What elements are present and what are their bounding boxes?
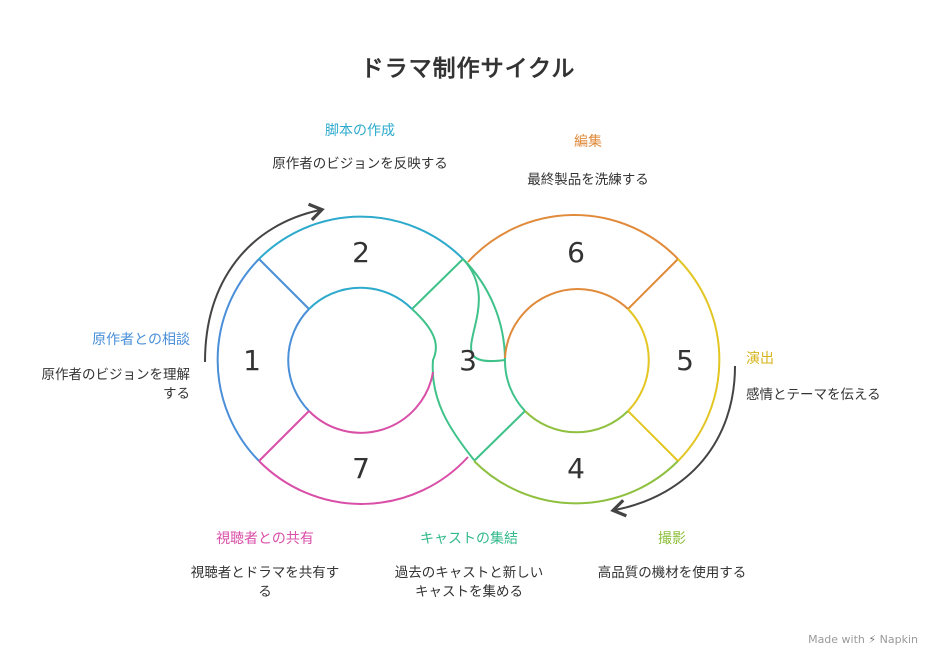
ring-segment-5 <box>677 258 721 462</box>
ring-segment-3 <box>411 258 506 461</box>
ring-segment-7 <box>258 456 469 505</box>
ring-inner-1 <box>287 308 310 412</box>
gather-description: 過去のキャストと新しいキャストを集める <box>394 565 544 600</box>
step-number-3: 3 <box>459 344 477 377</box>
gather-label: キャストの集結 <box>420 531 518 547</box>
ring-inner-5 <box>627 308 650 412</box>
divider-3-4 <box>473 410 526 462</box>
step-label-7: 視聴者との共有 <box>216 531 314 547</box>
divider-1-7 <box>258 410 310 462</box>
ring-segment-1 <box>216 258 260 462</box>
step-description-1: 原作者のビジョンを理解する <box>41 367 191 402</box>
step-description-7: 視聴者とドラマを共有する <box>190 565 340 600</box>
ring-inner-3b <box>503 359 526 412</box>
step-number-6: 6 <box>567 236 585 269</box>
step-label-4: 撮影 <box>658 531 686 547</box>
step-label-6: 編集 <box>574 134 602 150</box>
ring-inner-4 <box>524 410 629 434</box>
step-number-2: 2 <box>352 236 370 269</box>
step-description-4: 高品質の機材を使用する <box>597 565 747 581</box>
divider-1-2 <box>258 258 310 310</box>
step-label-2: 脚本の作成 <box>325 123 395 139</box>
step-label-1: 原作者との相談 <box>92 332 190 348</box>
footer-brand: Napkin <box>879 633 918 646</box>
step-number-5: 5 <box>676 344 694 377</box>
divider-5-6 <box>627 258 679 310</box>
step-description-5: 感情とテーマを伝える <box>746 387 881 403</box>
ring-outer-3 <box>462 258 506 361</box>
cycle-arrow-left <box>204 202 325 363</box>
ring-segment-4 <box>473 460 679 505</box>
page-title: ドラマ制作サイクル <box>360 56 576 82</box>
ring-segment-6 <box>467 214 679 263</box>
ring-inner-6 <box>504 288 629 359</box>
ring-inner-7 <box>308 371 434 434</box>
footer-credit: Made with ⚡ Napkin <box>808 633 918 646</box>
divider-4-5 <box>627 410 679 462</box>
ring-segment-2 <box>258 215 464 260</box>
divider-2-3 <box>411 258 464 310</box>
footer-text: Made with <box>808 633 865 646</box>
step-number-4: 4 <box>567 452 585 485</box>
step-description-6: 最終製品を洗練する <box>527 172 649 188</box>
ring-inner-2 <box>308 286 413 310</box>
step-description-2: 原作者のビジョンを反映する <box>272 156 448 172</box>
step-number-1: 1 <box>243 344 261 377</box>
step-number-7: 7 <box>352 452 370 485</box>
step-label-5: 演出 <box>746 351 774 367</box>
napkin-logo-icon: ⚡ <box>868 633 877 646</box>
cycle-arrow-right <box>610 365 736 518</box>
